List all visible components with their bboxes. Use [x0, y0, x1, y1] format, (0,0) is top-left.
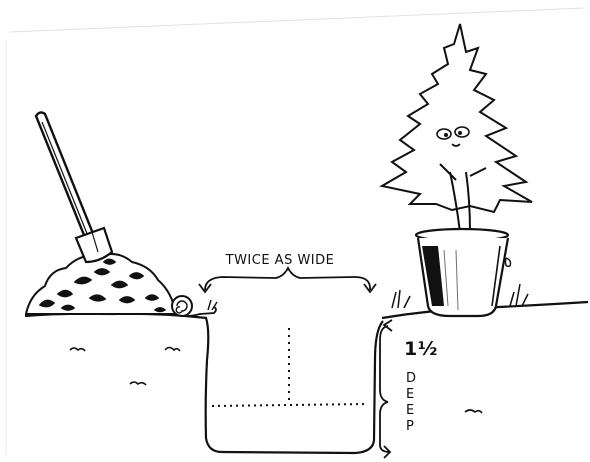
planting-hole: [204, 317, 384, 455]
width-brace: [204, 265, 371, 291]
width-label: TWICE AS WIDE: [225, 253, 335, 268]
paper-edge-top: [9, 7, 586, 33]
depth-brace: [379, 325, 391, 453]
depth-arrowhead-bottom: [383, 445, 392, 459]
width-arrowhead-left: [198, 283, 212, 294]
pot-icon: [414, 227, 512, 318]
depth-letter-1: D: [406, 371, 417, 386]
depth-fraction-label: 1½: [404, 338, 438, 360]
depth-arrowhead-top: [382, 319, 393, 332]
depth-dimension: 1½ D E E P: [379, 319, 438, 459]
soil-marks: [69, 346, 483, 414]
root-ball-dotted-line: [211, 403, 369, 407]
depth-letter-4: P: [406, 419, 414, 434]
depth-letter-2: E: [406, 387, 415, 402]
depth-letter-3: E: [406, 403, 415, 418]
snail-icon: [171, 295, 218, 317]
grass-tuft-icon: [391, 283, 529, 309]
dirt-pile-icon: [24, 253, 178, 315]
width-arrowhead-right: [363, 283, 377, 294]
shovel-icon: [34, 111, 114, 264]
width-dimension: TWICE AS WIDE: [198, 253, 377, 294]
tree-icon: [379, 23, 533, 233]
